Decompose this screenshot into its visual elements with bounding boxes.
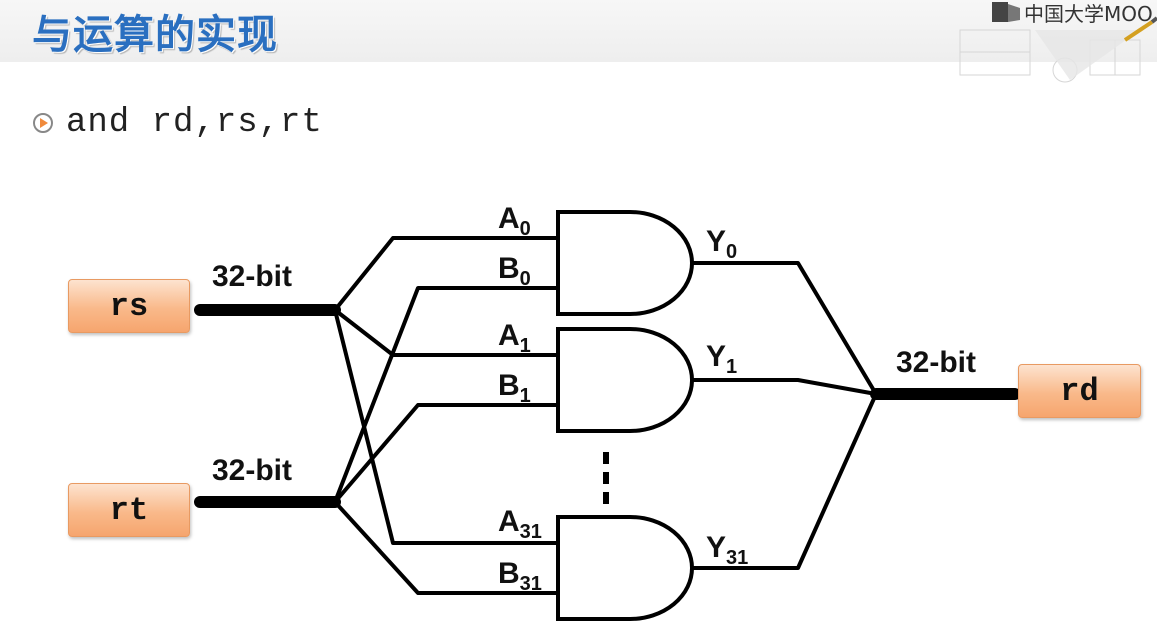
wire-b1 xyxy=(333,403,560,504)
output-label-y0: Y0 xyxy=(706,225,737,263)
bullet-play-icon xyxy=(33,113,53,133)
and-gate-1 xyxy=(556,327,694,433)
wire-a31 xyxy=(333,308,560,545)
rd-bus-width-label: 32-bit xyxy=(896,346,976,379)
wire-a0 xyxy=(333,236,560,312)
input-label-b0: B0 xyxy=(498,252,531,290)
slide-title: 与运算的实现 xyxy=(32,12,278,58)
input-label-b1: B1 xyxy=(498,369,531,407)
and-gate-31 xyxy=(556,515,694,621)
wire-y0 xyxy=(690,261,878,396)
input-label-a31: A31 xyxy=(498,505,542,543)
wire-y1 xyxy=(690,378,878,396)
rs-bus-width-label: 32-bit xyxy=(212,260,292,293)
wire-y31 xyxy=(690,392,878,570)
instruction-text: and rd,rs,rt xyxy=(66,104,323,142)
slide-header: 与运算的实现 中国大学MOO xyxy=(0,0,1157,83)
wire-b31 xyxy=(333,500,560,595)
output-label-y1: Y1 xyxy=(706,340,737,378)
output-label-y31: Y31 xyxy=(706,531,748,569)
wire-b0 xyxy=(333,286,560,504)
mooc-logo: 中国大学MOO xyxy=(992,0,1153,26)
rt-bus-width-label: 32-bit xyxy=(212,454,292,487)
input-label-a1: A1 xyxy=(498,319,531,357)
register-rd: rd xyxy=(1018,364,1141,418)
and-gate-0 xyxy=(556,210,694,316)
instruction-line: and rd,rs,rt xyxy=(32,104,323,142)
blueprint-decoration xyxy=(959,16,1157,83)
mooc-logo-icon xyxy=(992,2,1020,22)
input-label-a0: A0 xyxy=(498,202,531,240)
gate-ellipsis xyxy=(603,452,609,504)
register-rt: rt xyxy=(68,483,190,537)
input-label-b31: B31 xyxy=(498,557,542,595)
register-rs: rs xyxy=(68,279,190,333)
mooc-logo-text: 中国大学MOO xyxy=(1024,1,1153,26)
